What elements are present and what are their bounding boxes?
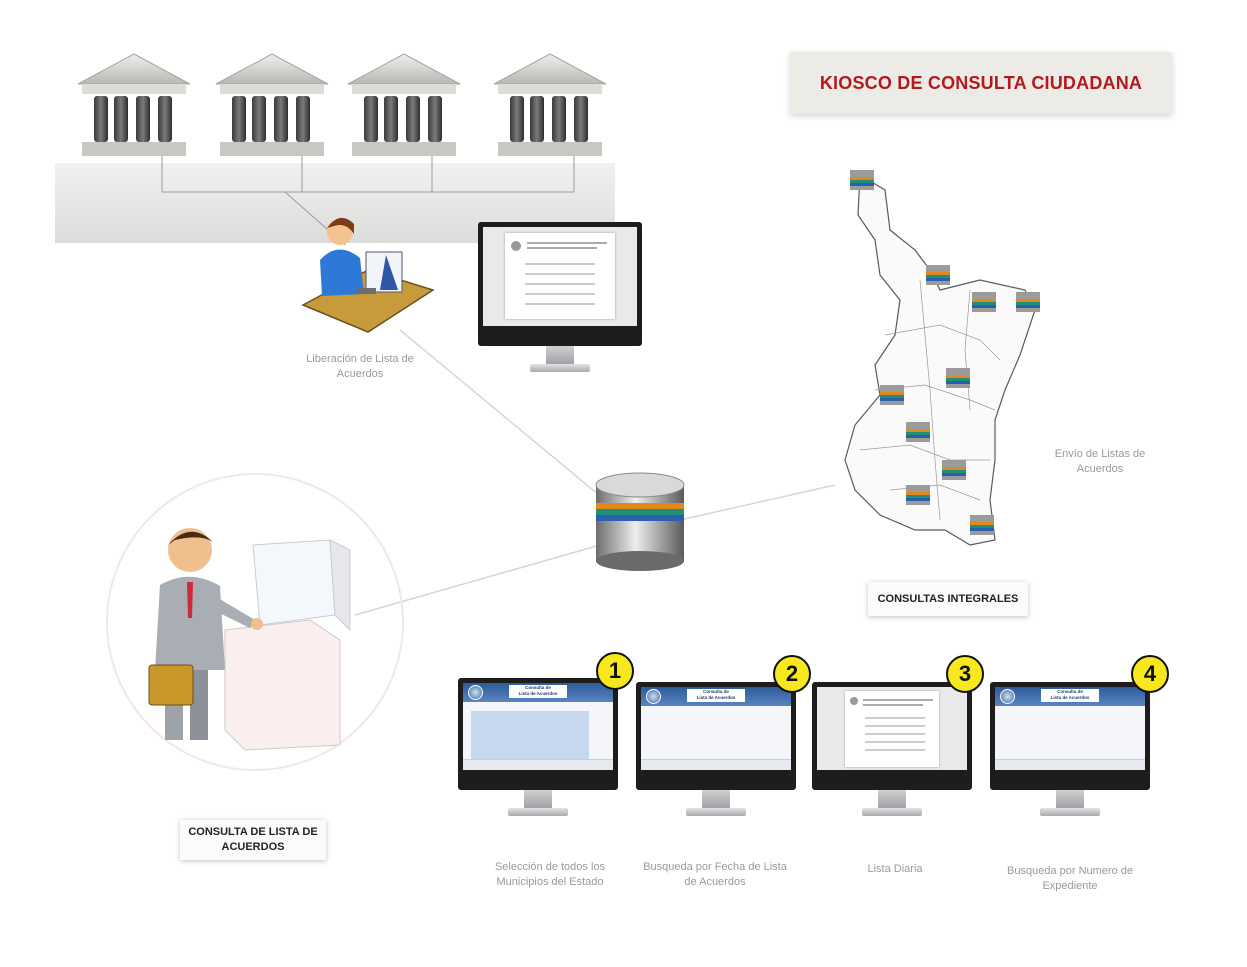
title-box: KIOSCO DE CONSULTA CIUDADANA: [790, 52, 1172, 114]
screen-monitor-3: [812, 682, 972, 830]
monitor-screen: [483, 227, 637, 326]
courthouses-group: [77, 53, 607, 156]
state-map-icon: [844, 170, 1040, 546]
document-seal-icon: [511, 241, 521, 251]
courthouse-icon: [215, 53, 329, 156]
label-consulta-lista-line2: ACUERDOS: [221, 841, 285, 853]
citizen-kiosk-icon: [148, 528, 351, 751]
step-badge-2: 2: [773, 655, 811, 693]
monitor-frame: [478, 222, 642, 346]
courthouse-icon: [493, 53, 607, 156]
page-title: KIOSCO DE CONSULTA CIUDADANA: [819, 72, 1143, 93]
caption-envio: Envío de Listas de Acuerdos: [1054, 448, 1146, 475]
courthouse-icon: [347, 53, 461, 156]
seal-icon: [1000, 689, 1015, 704]
caption-liberacion: Liberación de Lista de Acuerdos: [306, 353, 414, 380]
step-badge-4: 4: [1131, 655, 1169, 693]
seal-icon: [646, 689, 661, 704]
caption-lista-diaria: Lista Diaria: [867, 863, 923, 875]
label-consulta-lista-line1: CONSULTA DE LISTA DE: [188, 826, 318, 838]
database-marker-group: [850, 170, 1040, 535]
caption-busqueda-expediente: Busqueda por Numero de Expediente: [1007, 865, 1133, 892]
caption-sel-municipios: Selección de todos los Municipios del Es…: [494, 861, 606, 888]
label-consultas-integrales: CONSULTAS INTEGRALES: [868, 582, 1028, 616]
step-badge-1: 1: [596, 652, 634, 690]
seal-icon: [468, 685, 483, 700]
document-page: [505, 233, 615, 319]
step-badge-3: 3: [946, 655, 984, 693]
document-monitor: [478, 222, 642, 372]
caption-busqueda-fecha: Busqueda por Fecha de Lista de Acuerdos: [643, 861, 787, 888]
lista-document: [845, 691, 939, 767]
document-seal-icon: [850, 697, 858, 705]
office-worker-icon: [301, 217, 435, 333]
label-consulta-lista: CONSULTA DE LISTA DE ACUERDOS: [180, 820, 326, 860]
courthouse-icon: [77, 53, 191, 156]
database-icon: [595, 472, 685, 571]
screen-3-display: [817, 687, 967, 770]
